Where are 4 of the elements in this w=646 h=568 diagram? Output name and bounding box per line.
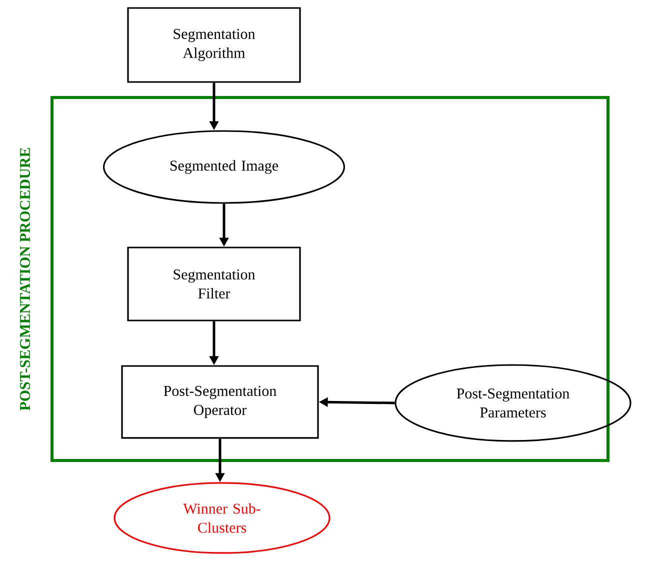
process-box: Segmentation Algorithm (127, 7, 301, 83)
process-box: Segmentation Filter (127, 246, 301, 322)
node-label: POST-SEGMENTATION PROCEDURE (20, 148, 30, 410)
process-box: Post-Segmentation Operator (121, 365, 319, 439)
